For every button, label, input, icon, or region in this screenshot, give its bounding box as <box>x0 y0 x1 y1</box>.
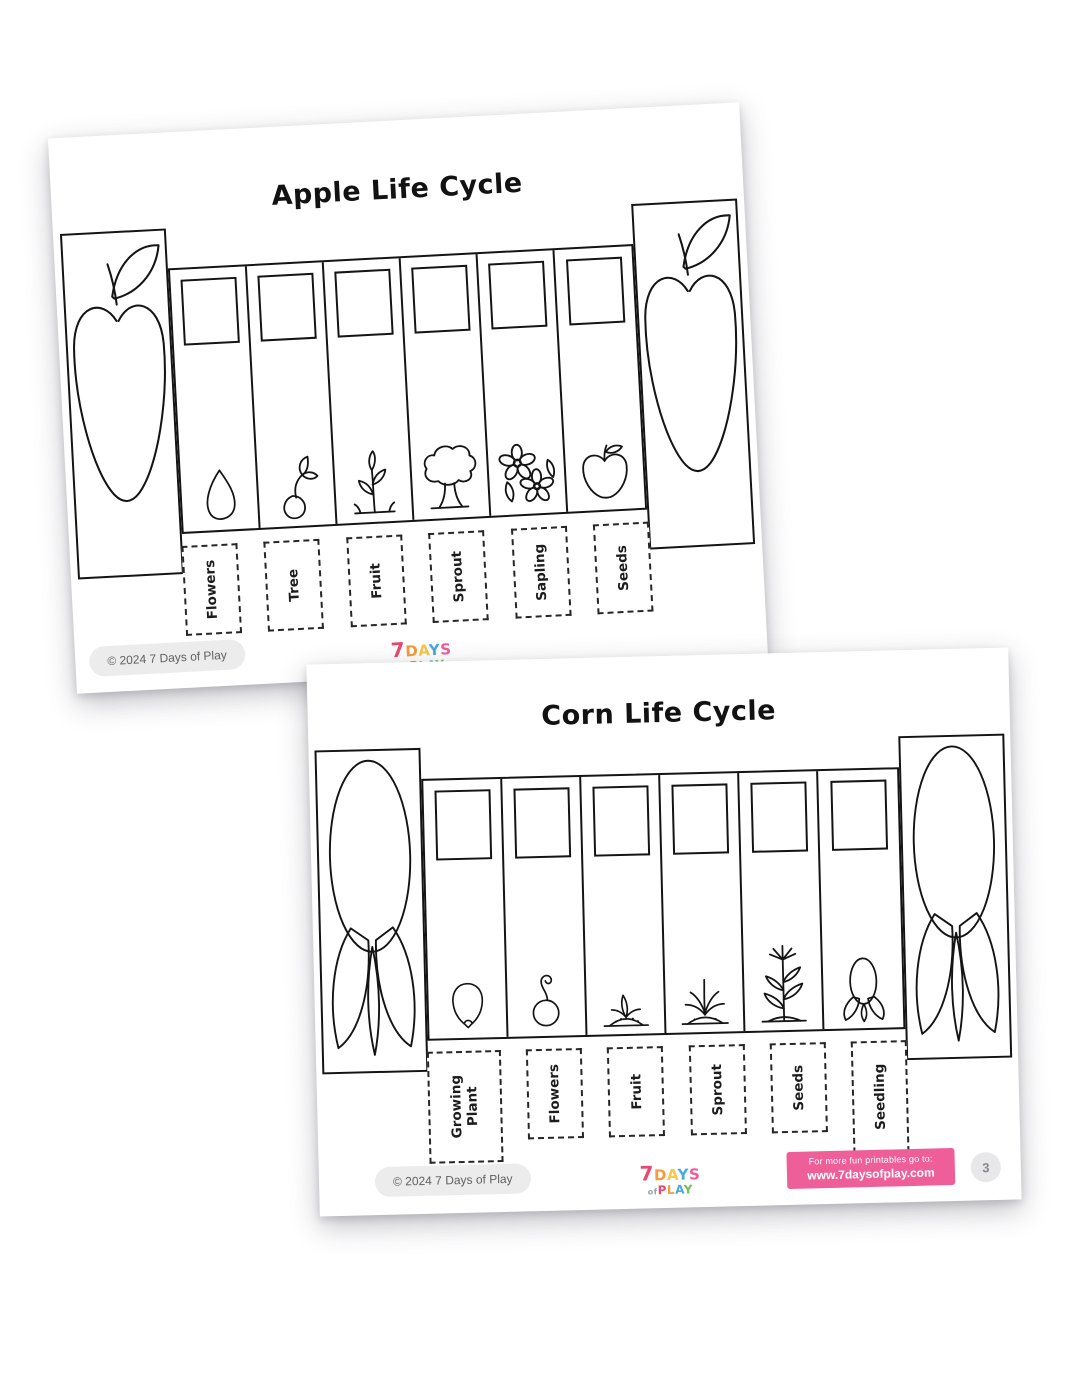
paste-box <box>565 256 625 326</box>
cycle-strip <box>308 733 1018 1075</box>
apple-outline-illustration <box>644 214 738 473</box>
stage-column-6 <box>818 769 903 1029</box>
page-number-badge: 3 <box>970 1151 1002 1183</box>
promo-banner: For more fun printables go to: www.7days… <box>786 1147 956 1190</box>
stage-column-5 <box>477 250 569 516</box>
paste-box <box>410 264 471 334</box>
paste-box <box>829 779 888 851</box>
worksheet-page-corn: Corn Life Cycle <box>306 647 1022 1217</box>
paste-box <box>749 781 808 853</box>
apple-blossoms-illustration <box>482 326 566 511</box>
corn-side-panel-right <box>898 733 1013 1061</box>
label-card-fruit: Fruit <box>607 1046 666 1138</box>
corn-cob-illustration <box>820 849 903 1024</box>
stage-column-2 <box>246 262 338 528</box>
paste-box <box>591 785 650 857</box>
apple-outline-illustration <box>73 244 166 503</box>
apple-side-panel-right <box>631 198 756 550</box>
7-days-of-play-logo: 7DAYS ofPLAY <box>639 1161 701 1198</box>
copyright-badge: © 2024 7 Days of Play <box>88 638 246 678</box>
label-card-sapling: Sapling <box>510 525 572 619</box>
stage-column-1 <box>423 778 509 1039</box>
paste-box <box>487 260 547 330</box>
stage-columns <box>421 767 906 1041</box>
young-corn-plant-illustration <box>662 853 743 1028</box>
label-card-sprout: Sprout <box>688 1044 747 1136</box>
label-card-tree: Tree <box>263 538 325 632</box>
copyright-badge: © 2024 7 Days of Play <box>374 1163 531 1198</box>
tall-corn-plant-illustration <box>741 851 822 1026</box>
corn-cob-outline-illustration <box>912 745 1000 1042</box>
stage-column-3 <box>581 775 667 1035</box>
germinating-seed-illustration <box>251 338 335 523</box>
germinating-kernel-illustration <box>504 857 585 1032</box>
stage-column-3 <box>323 258 415 524</box>
cut-out-labels: Growing Plant Flowers Fruit Sprout Seeds… <box>426 1040 910 1164</box>
stage-column-4 <box>660 773 746 1033</box>
label-card-fruit: Fruit <box>345 534 407 628</box>
stage-column-4 <box>400 254 492 520</box>
corn-sprout-illustration <box>583 855 664 1030</box>
label-card-flowers: Flowers <box>526 1048 585 1140</box>
label-card-seedling: Seedling <box>850 1040 910 1154</box>
apple-fruit-illustration <box>558 322 644 507</box>
stage-column-2 <box>502 776 588 1037</box>
label-card-growing-plant: Growing Plant <box>426 1050 504 1164</box>
apple-side-panel-left <box>59 228 184 580</box>
promo-url: www.7daysofplay.com <box>807 1165 935 1183</box>
corn-cob-outline-illustration <box>328 759 416 1056</box>
corn-side-panel-left <box>314 747 429 1075</box>
apple-seed-illustration <box>174 342 258 527</box>
paste-box <box>179 276 240 346</box>
label-card-seeds: Seeds <box>769 1042 828 1134</box>
cycle-strip <box>53 198 762 580</box>
stage-columns <box>167 244 648 535</box>
paste-box <box>256 272 317 342</box>
label-card-flowers: Flowers <box>181 543 243 636</box>
paste-box <box>512 787 571 859</box>
worksheet-page-apple: Apple Life Cycle <box>47 102 769 694</box>
label-card-seeds: Seeds <box>592 521 654 615</box>
stage-column-5 <box>739 771 825 1032</box>
corn-kernel-illustration <box>425 859 506 1034</box>
stage-column-6 <box>554 246 645 512</box>
paste-box <box>333 268 394 338</box>
sprout-illustration <box>328 334 412 519</box>
label-card-sprout: Sprout <box>428 530 489 624</box>
paste-box <box>670 783 729 855</box>
paste-box <box>433 789 492 861</box>
apple-tree-illustration <box>405 330 489 515</box>
stage-column-1 <box>169 266 261 532</box>
